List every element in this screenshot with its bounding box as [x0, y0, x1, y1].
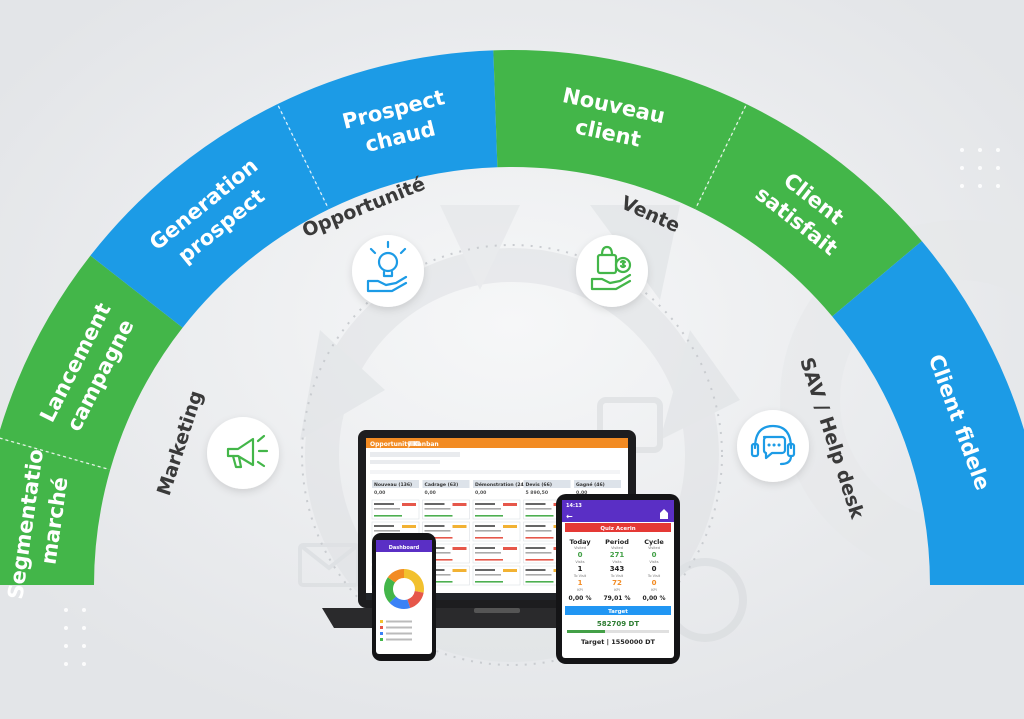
phone-screen	[376, 540, 432, 654]
target-value: 582709 DT	[597, 620, 639, 628]
stat-label: To Visit	[610, 574, 624, 578]
stat-kpi: 0,00 %	[569, 595, 592, 602]
stat-visits: 343	[610, 565, 625, 573]
kanban-column-amount: 0,00	[576, 490, 587, 496]
stat-column-title: Cycle	[644, 538, 664, 546]
stat-label: Visited	[648, 546, 660, 550]
stat-column-title: Period	[605, 538, 629, 546]
arc-divider	[0, 437, 109, 470]
stage-3: Vente	[576, 192, 683, 307]
tablet-screen	[562, 500, 674, 658]
tablet-mockup: 14:13←Quiz AcerinTodayVisited0Visits1To …	[556, 494, 680, 664]
arc-divider	[695, 105, 747, 208]
tablet-clock: 14:13	[566, 503, 582, 509]
stat-visited: 0	[652, 551, 657, 559]
arc-segment: Client fidele	[832, 241, 1024, 585]
donut-slice	[387, 569, 404, 583]
kanban-column-header: Nouveau (136)	[374, 482, 412, 488]
stat-label: KPI	[651, 588, 656, 592]
stat-label: Visited	[611, 546, 623, 550]
home-icon[interactable]	[660, 509, 668, 519]
stat-visited: 271	[610, 551, 625, 559]
stage-icon-circle	[576, 235, 648, 307]
arc-segment-shape	[90, 104, 329, 328]
arc-segment-shape	[0, 255, 183, 470]
kanban-column-amount: 0,00	[374, 490, 385, 496]
stat-label: To Visit	[573, 574, 587, 578]
arc-segment-shape	[695, 104, 922, 317]
stat-label: Visits	[649, 560, 658, 564]
stat-visits: 1	[578, 565, 583, 573]
customer-journey-arc: SegmentationmarchéLancementcampagneGener…	[0, 50, 1024, 601]
megaphone-icon	[226, 434, 269, 469]
stat-label: KPI	[614, 588, 619, 592]
arc-segment-shape	[832, 241, 1024, 585]
stat-label: Visited	[574, 546, 586, 550]
back-arrow-icon[interactable]: ←	[566, 512, 573, 521]
arc-segment-shape	[493, 50, 747, 210]
stat-column-title: Today	[569, 538, 591, 546]
laptop-screen-title: Opportunity Kanban	[370, 441, 439, 448]
kanban-column-amount: 5 890,50	[526, 490, 549, 496]
stat-label: KPI	[577, 588, 582, 592]
target-total: Target | 1550000 DT	[581, 638, 656, 647]
stat-label: Visits	[575, 560, 584, 564]
donut-slice	[407, 591, 424, 609]
phone-mockup: Dashboard	[372, 533, 436, 661]
cycle-dotted-ring	[301, 244, 723, 666]
stat-kpi: 79,01 %	[603, 595, 630, 602]
arc-segment-shape	[277, 50, 498, 210]
stat-to-visit: 0	[652, 579, 657, 587]
kanban-column-header: Démonstration (24)	[475, 481, 526, 488]
stat-label: To Visit	[647, 574, 661, 578]
stat-visited: 0	[578, 551, 583, 559]
dot-grid-bottom-left	[64, 608, 86, 666]
kanban-column-header: Devis (66)	[526, 482, 552, 488]
kanban-column-header: Cadrage (63)	[425, 482, 459, 488]
donut-slice	[384, 577, 396, 603]
stat-to-visit: 1	[578, 579, 583, 587]
kanban-column-header: Gagné (46)	[576, 481, 605, 488]
stat-label: Visits	[612, 560, 621, 564]
stat-kpi: 0,00 %	[643, 595, 666, 602]
arc-divider	[277, 105, 329, 208]
donut-slice	[404, 569, 424, 593]
shopping-bag-hand-icon	[590, 245, 632, 291]
donut-slice	[389, 596, 411, 609]
dot-grid-top-right	[960, 148, 1000, 188]
phone-screen-title: Dashboard	[389, 545, 420, 551]
kanban-column-amount: 0,00	[475, 490, 486, 496]
kanban-column-amount: 0,00	[425, 490, 436, 496]
tablet-banner: Quiz Acerin	[600, 526, 635, 532]
headset-chat-icon	[750, 424, 796, 466]
stat-to-visit: 72	[612, 579, 622, 587]
target-header: Target	[608, 609, 628, 615]
stat-visits: 0	[652, 565, 657, 573]
lightbulb-hand-icon	[366, 240, 408, 293]
stage-icon-circle	[207, 417, 279, 489]
arc-segment-shape	[0, 438, 111, 585]
